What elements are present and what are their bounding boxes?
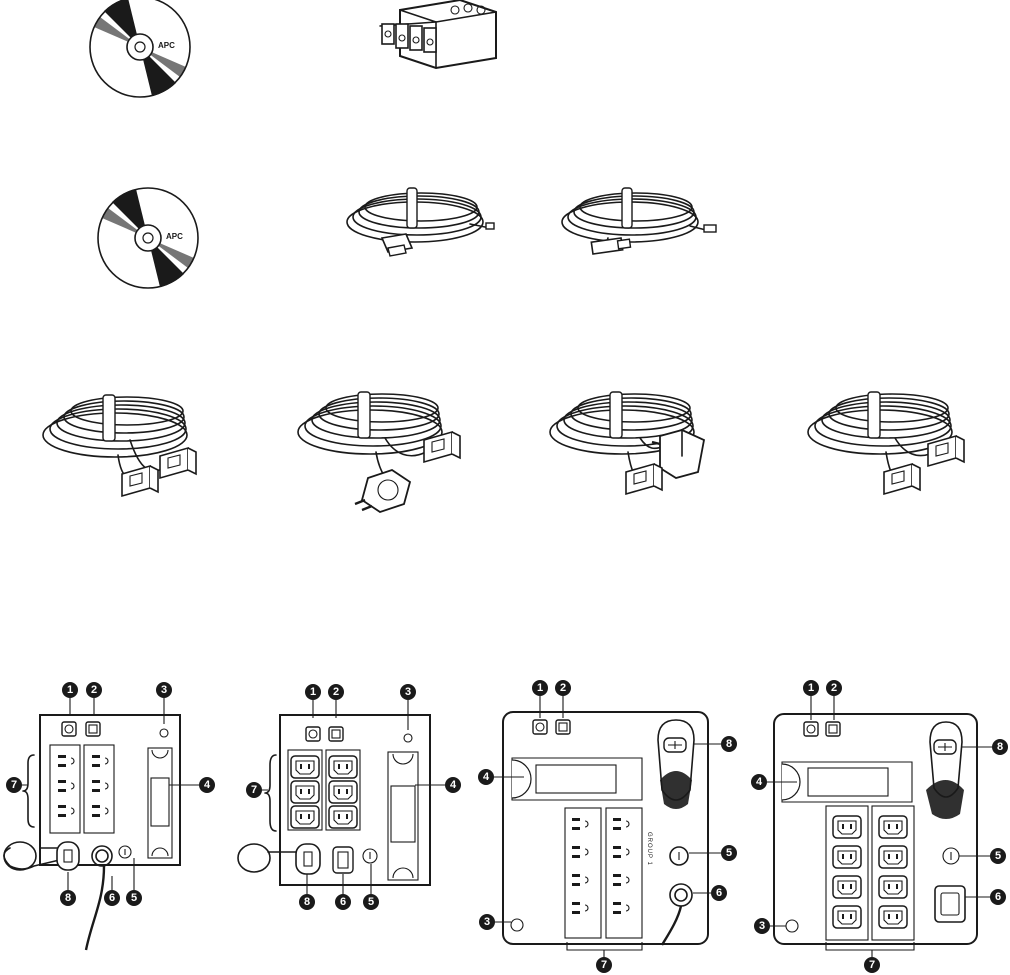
svg-text:4: 4 [204, 779, 211, 791]
power-cord-c19-c20 [807, 391, 965, 495]
svg-text:2: 2 [91, 684, 97, 696]
svg-text:3: 3 [484, 916, 490, 928]
callout-5: 5 [126, 890, 142, 906]
panel-4-callouts: 1 2 8 4 5 6 3 7 [751, 680, 1008, 973]
svg-text:4: 4 [483, 771, 490, 783]
svg-text:5: 5 [726, 847, 732, 859]
svg-text:5: 5 [995, 850, 1001, 862]
callout-2: 2 [826, 680, 842, 696]
callout-4: 4 [478, 769, 494, 785]
svg-text:6: 6 [340, 896, 346, 908]
svg-text:7: 7 [11, 779, 17, 791]
callout-4: 4 [199, 777, 215, 793]
panel-1-callouts: 1 2 3 4 7 8 6 5 [6, 682, 215, 906]
svg-text:3: 3 [759, 920, 765, 932]
serial-cable [346, 187, 495, 257]
schuko-plug [354, 469, 412, 513]
svg-text:4: 4 [756, 776, 763, 788]
callout-7: 7 [246, 782, 262, 798]
callout-5: 5 [363, 894, 379, 910]
svg-text:1: 1 [537, 682, 543, 694]
svg-text:2: 2 [560, 682, 566, 694]
usb-cable [561, 187, 717, 255]
terminal-block-connector [379, 0, 497, 70]
callout-1: 1 [803, 680, 819, 696]
power-cord-schuko-c20 [297, 391, 461, 513]
callout-3: 3 [156, 682, 172, 698]
callout-1: 1 [305, 684, 321, 700]
svg-text:3: 3 [161, 684, 167, 696]
callout-5: 5 [721, 845, 737, 861]
power-cord-c13-c14 [42, 394, 197, 497]
callout-2: 2 [86, 682, 102, 698]
callout-5: 5 [990, 848, 1006, 864]
cd-logo: APC [158, 41, 175, 50]
callout-3: 3 [400, 684, 416, 700]
power-cord-uk-c19 [549, 391, 706, 495]
panel-2-callouts: 1 2 3 4 7 8 6 5 [246, 684, 461, 910]
svg-text:1: 1 [67, 684, 73, 696]
panel-3-callouts: 1 2 8 4 5 6 3 7 [478, 680, 737, 973]
callout-1: 1 [532, 680, 548, 696]
callout-6: 6 [990, 889, 1006, 905]
callout-6: 6 [711, 885, 727, 901]
svg-text:4: 4 [450, 779, 457, 791]
svg-text:6: 6 [995, 891, 1001, 903]
callout-7: 7 [864, 957, 880, 973]
svg-text:2: 2 [831, 682, 837, 694]
svg-text:7: 7 [601, 959, 607, 971]
callout-2: 2 [328, 684, 344, 700]
svg-text:6: 6 [109, 892, 115, 904]
svg-text:5: 5 [368, 896, 374, 908]
svg-text:8: 8 [65, 892, 71, 904]
callout-8: 8 [992, 739, 1008, 755]
callout-4: 4 [445, 777, 461, 793]
svg-text:5: 5 [131, 892, 137, 904]
svg-text:7: 7 [251, 784, 257, 796]
callout-3: 3 [479, 914, 495, 930]
callout-8: 8 [60, 890, 76, 906]
callout-8: 8 [721, 736, 737, 752]
svg-text:3: 3 [405, 686, 411, 698]
callout-8: 8 [299, 894, 315, 910]
svg-text:8: 8 [726, 738, 732, 750]
svg-text:6: 6 [716, 887, 722, 899]
cd-disc-1: APC [89, 0, 191, 98]
svg-text:8: 8 [304, 896, 310, 908]
callout-1: 1 [62, 682, 78, 698]
svg-text:1: 1 [310, 686, 316, 698]
cd-disc-2: APC [97, 187, 199, 289]
callout-6: 6 [104, 890, 120, 906]
rear-panel-3: GROUP 1 [502, 711, 709, 946]
cd-logo-2: APC [166, 232, 183, 241]
rear-panel-4 [773, 713, 978, 945]
svg-text:2: 2 [333, 686, 339, 698]
group-label: GROUP 1 [646, 832, 652, 866]
rear-panel-2 [237, 714, 431, 886]
callout-2: 2 [555, 680, 571, 696]
callout-3: 3 [754, 918, 770, 934]
callout-6: 6 [335, 894, 351, 910]
callout-7: 7 [6, 777, 22, 793]
svg-text:8: 8 [997, 741, 1003, 753]
svg-text:1: 1 [808, 682, 814, 694]
callout-4: 4 [751, 774, 767, 790]
svg-text:7: 7 [869, 959, 875, 971]
rear-panel-1 [3, 714, 181, 951]
callout-7: 7 [596, 957, 612, 973]
